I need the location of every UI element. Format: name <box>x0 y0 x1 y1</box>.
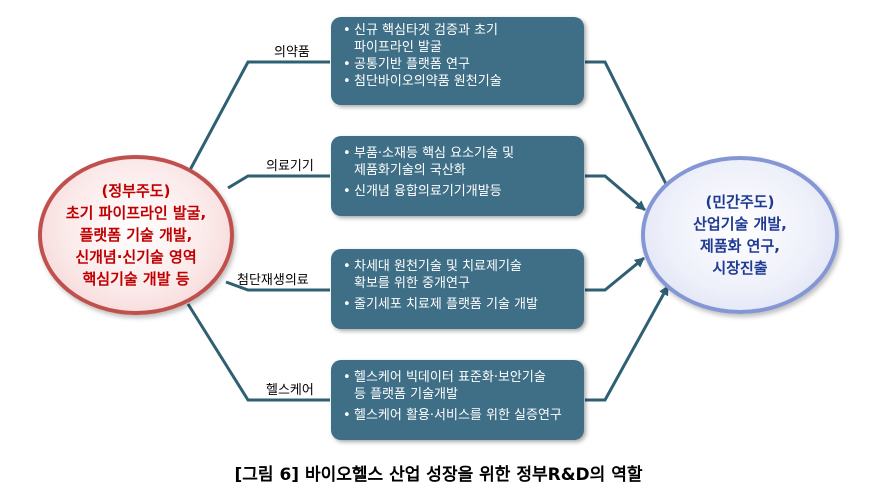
connector-left-healthcare <box>186 303 330 402</box>
bullet: • <box>343 297 351 312</box>
private-title: (민간주도) <box>705 193 775 211</box>
government-line: 핵심기술 개발 등 <box>82 270 190 288</box>
bullet: • <box>343 184 351 199</box>
government-line: 초기 파이프라인 발굴, <box>65 204 207 222</box>
branch-label-medicine: 의약품 <box>274 45 310 60</box>
bullet: • <box>343 259 351 274</box>
bullet: • <box>343 146 351 161</box>
branch-label-healthcare: 헬스케어 <box>266 383 314 398</box>
bullet: • <box>343 370 351 385</box>
connector-right-regen <box>585 256 645 292</box>
connector-left-medicine <box>188 60 330 171</box>
government-line: 플랫폼 기술 개발, <box>79 226 193 244</box>
connector-right-healthcare <box>585 285 670 402</box>
list-item: • 첨단바이오의약품 원천기술 <box>343 74 502 89</box>
branch-label-regen: 첨단재생의료 <box>237 273 309 288</box>
connector-right-device <box>585 174 646 212</box>
connector-left-regen <box>225 280 330 292</box>
list-item: • 헬스케어 활용·서비스를 위한 실증연구 <box>343 408 562 423</box>
private-line: 산업기술 개발, <box>693 215 787 233</box>
figure-caption: [그림 6] 바이오헬스 산업 성장을 위한 정부R&D의 역할 <box>234 465 643 485</box>
bullet: • <box>343 74 351 89</box>
government-title: (정부주도) <box>101 182 171 200</box>
government-line: 신개념·신기술 영역 <box>75 248 197 266</box>
government-oval: (정부주도) 초기 파이프라인 발굴, 플랫폼 기술 개발, 신개념·신기술 영… <box>38 155 234 315</box>
connector-right-medicine <box>585 60 672 193</box>
list-item: • 줄기세포 치료제 플랫폼 기술 개발 <box>343 297 538 312</box>
branch-label-device: 의료기기 <box>266 159 314 174</box>
bullet: • <box>343 23 351 38</box>
list-item: • 공통기반 플랫폼 연구 <box>343 57 470 72</box>
private-line: 시장진출 <box>712 259 768 277</box>
private-line: 제품화 연구, <box>700 237 780 255</box>
connector-left-device <box>227 174 330 190</box>
private-oval: (민간주도) 산업기술 개발, 제품화 연구, 시장진출 <box>641 156 839 314</box>
list-item: • 신개념 융합의료기기개발등 <box>343 184 502 199</box>
bullet: • <box>343 408 351 423</box>
bullet: • <box>343 57 351 72</box>
